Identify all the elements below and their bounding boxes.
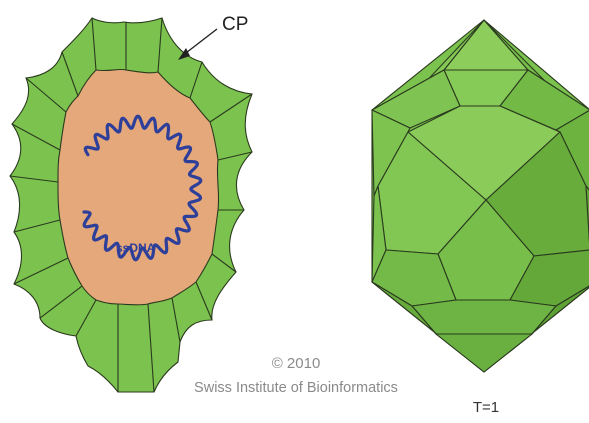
- ico-facet: [436, 334, 532, 372]
- copyright-text: © 2010: [272, 355, 321, 372]
- cp-annotation: CP: [178, 14, 248, 60]
- cp-label: CP: [222, 14, 248, 35]
- ico-facet: [412, 300, 556, 334]
- institute-text: Swiss Institute of Bioinformatics: [194, 380, 398, 396]
- ssdna-label: ssDNA: [116, 241, 156, 255]
- icosahedron-t1: [372, 20, 589, 372]
- capsid-cross-section: ssDNA: [10, 18, 252, 392]
- triangulation-label: T=1: [473, 399, 499, 416]
